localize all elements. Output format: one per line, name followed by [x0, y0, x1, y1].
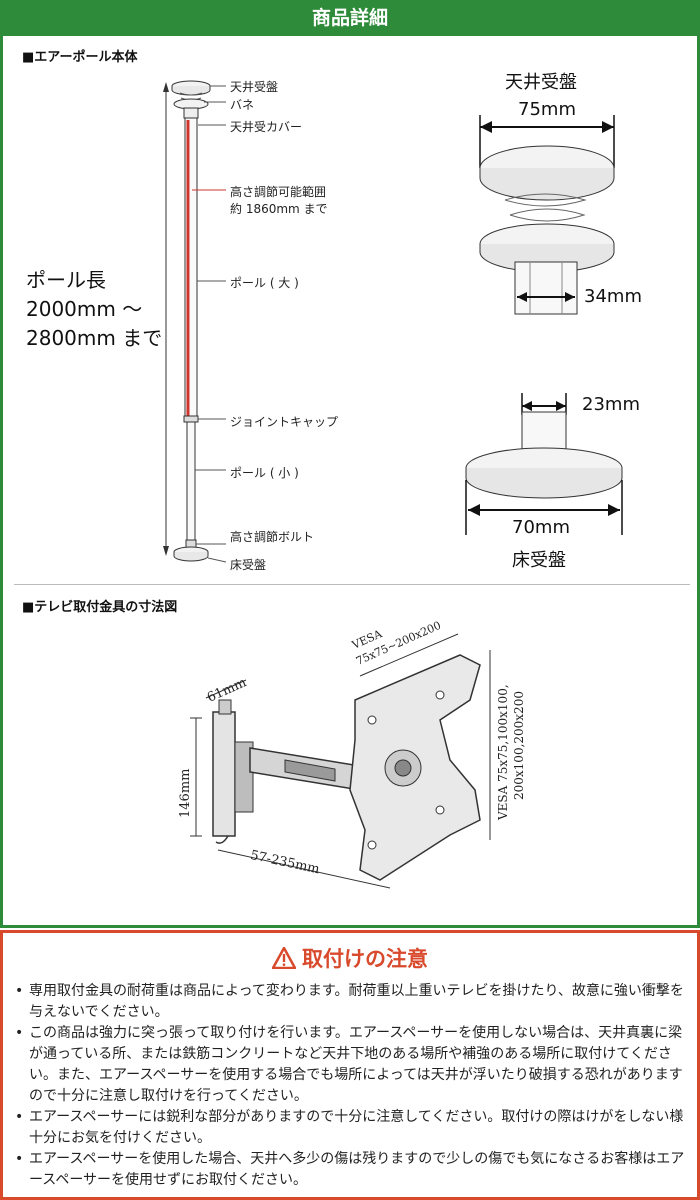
caution-item: エアースペーサーを使用した場合、天井へ多少の傷は残りますので少しの傷でも気になさ…	[15, 1149, 691, 1191]
label-ceiling-cover: 天井受カバー	[230, 120, 303, 134]
page-header: 商品詳細	[0, 0, 700, 36]
pole-section-title: ■エアーポール本体	[22, 50, 138, 65]
floor-pole-width: 23mm	[582, 394, 640, 415]
pole-length-line3: 2800mm まで	[26, 326, 163, 350]
caution-title: 取付けの注意	[3, 943, 697, 974]
caution-item: エアースペーサーには鋭利な部分がありますので十分に注意してください。取付けの際は…	[15, 1107, 691, 1149]
bracket-section-title: ■テレビ取付金具の寸法図	[22, 600, 178, 615]
floor-plate-width: 70mm	[512, 517, 570, 538]
caution-box: 取付けの注意 専用取付金具の耐荷重は商品によって変わります。耐荷重以上重いテレビ…	[0, 930, 700, 1200]
caution-item: 専用取付金具の耐荷重は商品によって変わります。耐荷重以上重いテレビを掛けたり、故…	[15, 981, 691, 1023]
pole-diagram	[163, 80, 623, 563]
caution-list: 専用取付金具の耐荷重は商品によって変わります。耐荷重以上重いテレビを掛けたり、故…	[15, 981, 691, 1191]
product-detail-frame	[0, 0, 700, 928]
label-adjust-bolt: 高さ調節ボルト	[230, 530, 315, 544]
ceiling-detail-title: 天井受盤	[505, 72, 577, 93]
vesa-side-label1: VESA 75x75,100x100,	[496, 684, 510, 820]
ceiling-pole-width: 34mm	[584, 286, 642, 307]
label-spring: バネ	[230, 98, 255, 112]
vesa-side-label2: 200x100,200x200	[512, 691, 526, 800]
pole-length-line2: 2000mm 〜	[26, 297, 143, 321]
label-range-line1: 高さ調節可能範囲	[230, 185, 327, 199]
label-ceiling-plate: 天井受盤	[230, 80, 279, 94]
caution-item: この商品は強力に突っ張って取り付けを行います。エアースペーサーを使用しない場合は…	[15, 1023, 691, 1107]
bracket-diagram	[190, 633, 491, 889]
floor-detail-title: 床受盤	[512, 550, 566, 571]
label-range-line2: 約 1860mm まで	[230, 202, 328, 216]
label-joint-cap: ジョイントキャップ	[230, 415, 339, 429]
bracket-height-label: 146mm	[178, 768, 193, 818]
caution-title-text: 取付けの注意	[302, 947, 428, 971]
pole-length-line1: ポール長	[26, 268, 106, 292]
ceiling-plate-width: 75mm	[518, 99, 576, 120]
section-divider	[14, 584, 690, 585]
warning-icon	[271, 946, 297, 974]
label-pole-small: ポール ( 小 )	[230, 466, 299, 480]
label-floor-plate: 床受盤	[230, 558, 267, 572]
label-pole-large: ポール ( 大 )	[230, 276, 299, 290]
